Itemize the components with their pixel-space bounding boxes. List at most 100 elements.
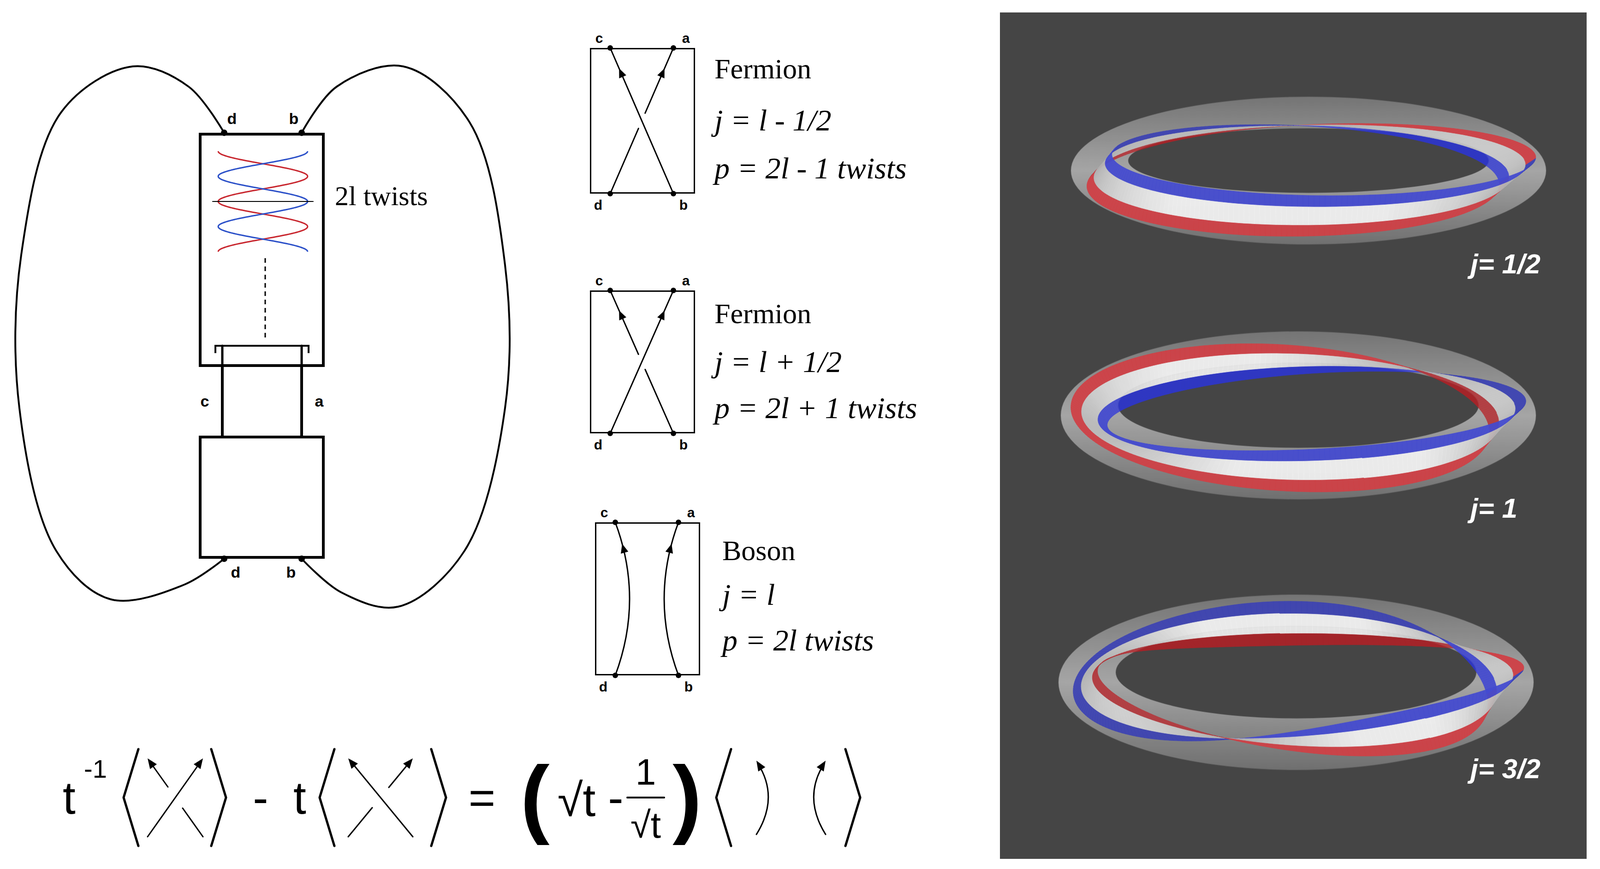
crossing-box: Fermionj = l + 1/2p = 2l + 1 twistscadb	[589, 290, 696, 434]
ribbon-facet	[1281, 367, 1288, 376]
endpoint-dot	[675, 672, 682, 679]
ribbon-facet	[1286, 366, 1293, 376]
crossing-box: Bosonj = lp = 2l twistscadb	[594, 522, 701, 676]
endpoint-dot	[612, 672, 619, 679]
closure-loop	[15, 65, 225, 601]
twist-count: p = 2l + 1 twists	[714, 390, 917, 426]
smoothed-strand	[615, 522, 630, 676]
crossing-box-illustration	[589, 47, 696, 194]
angle-bracket	[211, 749, 227, 847]
torus-body	[1070, 96, 1547, 245]
ribbon-facet	[1334, 633, 1341, 646]
over-strand	[610, 47, 674, 194]
corner-label: d	[592, 197, 604, 213]
tangle-box: db2l twists	[198, 132, 325, 368]
strand-connector	[220, 367, 224, 436]
corner-label: b	[285, 564, 298, 582]
endpoint-dot	[607, 430, 613, 437]
crossing-strands	[147, 761, 826, 838]
ribbon-facet	[1309, 366, 1316, 374]
twist-count: p = 2l twists	[722, 623, 875, 659]
ribbon-facet	[1188, 377, 1194, 390]
spin-formula: j = l	[722, 577, 775, 613]
angle-bracket	[123, 749, 139, 847]
crossing-box-illustration	[589, 290, 696, 434]
endpoint-dot	[298, 555, 305, 563]
ribbon-facet	[1197, 375, 1204, 388]
ribbon-facet	[1179, 378, 1185, 392]
corner-label: c	[599, 505, 610, 521]
ribbon-facet	[1296, 633, 1302, 646]
corner-label: b	[683, 679, 695, 695]
smoothed-strand	[664, 522, 679, 676]
angle-bracket	[845, 749, 861, 847]
fraction-bar	[627, 797, 665, 799]
ribbon-facet	[1328, 633, 1335, 646]
under-strand	[610, 128, 639, 194]
ribbon-facet	[1345, 634, 1352, 646]
spin-formula: j = l - 1/2	[714, 102, 832, 138]
torus-panel-illustration	[999, 12, 1587, 860]
ribbon-facet	[1298, 366, 1305, 375]
ribbon-facet	[1317, 633, 1324, 646]
angle-bracket	[319, 749, 335, 847]
ribbon-facet	[1193, 376, 1199, 389]
twist-bar	[215, 345, 309, 354]
under-strand	[645, 369, 674, 434]
endpoint-dot	[607, 190, 613, 197]
ribbon-facet	[1312, 633, 1318, 646]
closure-box-illustration	[198, 435, 325, 560]
torus-glass	[1060, 331, 1536, 500]
strand-arrows	[144, 755, 830, 772]
torus-body	[1060, 331, 1536, 500]
under-strand	[182, 808, 203, 838]
mid-line	[212, 201, 314, 203]
torus-panel: j= 1/2j= 1j= 3/2	[999, 12, 1587, 860]
corner-label: d	[226, 110, 239, 128]
arrow-head	[344, 755, 358, 769]
endpoint-dot	[607, 287, 613, 294]
corner-label: c	[594, 273, 605, 289]
endpoint-dot	[675, 519, 682, 526]
under-strand	[645, 47, 674, 114]
corner-label: b	[678, 437, 690, 453]
arrow-head	[752, 758, 766, 772]
corner-label: b	[678, 197, 690, 213]
ribbon-facet	[1171, 380, 1177, 394]
spin-formula: j = l + 1/2	[714, 344, 842, 380]
torus-figure	[1058, 594, 1534, 771]
torus-figure	[1070, 96, 1547, 245]
closure-box: db	[198, 435, 325, 560]
ribbon-facet	[1184, 377, 1190, 391]
corner-label: d	[592, 437, 604, 453]
corner-label: d	[597, 679, 609, 695]
ribbon-facet	[1275, 367, 1282, 377]
endpoint-dot	[670, 287, 677, 294]
endpoint-dot	[670, 190, 677, 197]
ribbon-facet	[1315, 366, 1322, 374]
endpoint-dot	[298, 129, 305, 137]
angle-bracket	[431, 749, 447, 847]
ribbon-facet	[1303, 366, 1310, 375]
ribbon-facet	[1290, 633, 1297, 647]
ribbon-facet	[1323, 633, 1329, 646]
arrow-head	[193, 756, 207, 770]
closure-loop	[301, 65, 510, 608]
inner-strand	[300, 345, 304, 368]
ribbon-facet	[1274, 633, 1280, 647]
smoothed-strand	[813, 763, 826, 835]
arrow-head	[615, 66, 626, 79]
ribbon-facet	[1264, 634, 1271, 647]
angle-bracket	[716, 749, 732, 847]
arrow-head	[618, 542, 629, 554]
endpoint-dot	[670, 45, 677, 51]
ribbon-facet	[1269, 633, 1275, 647]
inner-strand	[221, 345, 224, 368]
strand-connector	[300, 367, 304, 436]
ribbon-facet	[1175, 379, 1180, 393]
arrow-head	[665, 542, 676, 554]
arrow-head	[615, 309, 626, 321]
torus-figure	[1060, 331, 1536, 500]
ribbon-facet	[1285, 633, 1291, 647]
